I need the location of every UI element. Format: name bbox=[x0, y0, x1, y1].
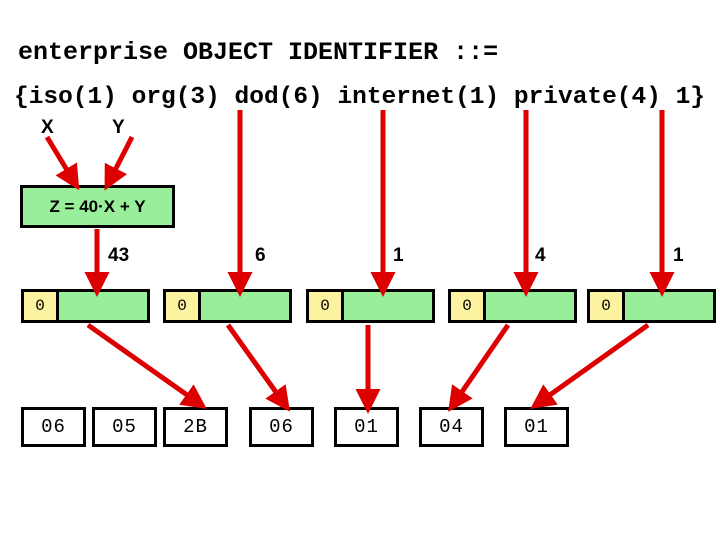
subidentifier-number: 6 bbox=[255, 245, 266, 266]
oid-byte-box: 0 bbox=[448, 289, 577, 323]
oid-flag-cell: 0 bbox=[166, 292, 201, 320]
hex-byte-box: 06 bbox=[249, 407, 314, 447]
arrow-x-to-formula bbox=[44, 135, 80, 191]
oid-byte-box: 0 bbox=[587, 289, 716, 323]
oid-value-line: {iso(1) org(3) dod(6) internet(1) privat… bbox=[14, 84, 706, 111]
oid-value-cell bbox=[59, 292, 147, 320]
arrow-y-to-formula bbox=[104, 135, 135, 191]
oid-byte-box: 0 bbox=[21, 289, 150, 323]
oid-byte-box: 0 bbox=[163, 289, 292, 323]
oid-flag-cell: 0 bbox=[24, 292, 59, 320]
subidentifier-number: 1 bbox=[673, 245, 684, 266]
subidentifier-number: 1 bbox=[393, 245, 404, 266]
arrow-box5-to-hex7 bbox=[530, 322, 650, 409]
formula-box: Z = 40·X + Y bbox=[20, 185, 175, 228]
hex-byte-box: 04 bbox=[419, 407, 484, 447]
oid-flag-cell: 0 bbox=[451, 292, 486, 320]
oid-value-cell bbox=[201, 292, 289, 320]
oid-value-cell bbox=[344, 292, 432, 320]
label-x: X bbox=[41, 117, 54, 138]
oid-flag-cell: 0 bbox=[590, 292, 625, 320]
oid-value-cell bbox=[486, 292, 574, 320]
formula-text: Z = 40·X + Y bbox=[49, 196, 146, 216]
arrow-box2-to-hex4 bbox=[225, 323, 290, 412]
oid-value-cell bbox=[625, 292, 713, 320]
oid-flag-cell: 0 bbox=[309, 292, 344, 320]
oid-declaration-title: enterprise OBJECT IDENTIFIER ::= bbox=[18, 38, 499, 67]
oid-byte-box: 0 bbox=[306, 289, 435, 323]
hex-byte-box: 01 bbox=[504, 407, 569, 447]
hex-byte-box: 05 bbox=[92, 407, 157, 447]
subidentifier-number: 4 bbox=[535, 245, 546, 266]
hex-byte-box: 06 bbox=[21, 407, 86, 447]
hex-byte-box: 01 bbox=[334, 407, 399, 447]
hex-byte-box: 2B bbox=[163, 407, 228, 447]
subidentifier-number: 43 bbox=[108, 245, 130, 266]
arrow-box1-to-hex3 bbox=[86, 322, 207, 409]
label-y: Y bbox=[112, 117, 125, 138]
arrow-box4-to-hex6 bbox=[448, 323, 511, 412]
